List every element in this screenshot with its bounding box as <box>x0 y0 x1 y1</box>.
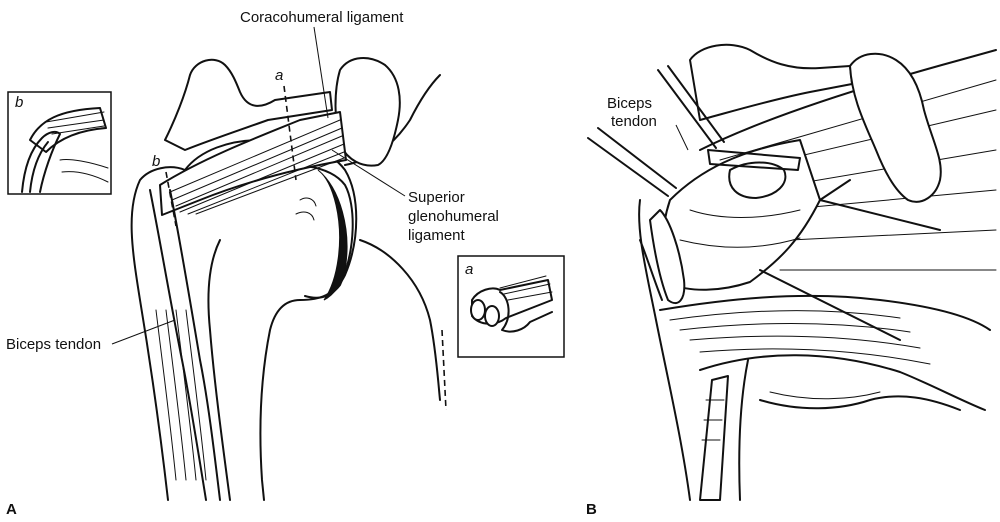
coracoid-b <box>849 52 942 203</box>
label-biceps-b-line1: Biceps <box>607 95 652 112</box>
label-biceps-tendon-a: Biceps tendon <box>6 336 101 353</box>
label-glenohumeral: glenohumeral <box>408 208 499 225</box>
acromion-b <box>689 43 853 121</box>
coracoid <box>164 58 333 151</box>
inset-b-letter: b <box>15 94 23 111</box>
section-line-a <box>283 85 297 181</box>
inset-a: a <box>457 255 565 358</box>
panel-a: b a <box>6 9 565 518</box>
label-coracohumeral-ligament: Coracohumeral ligament <box>240 9 404 26</box>
label-ligament: ligament <box>408 227 466 244</box>
inset-a-letter: a <box>465 261 473 278</box>
label-section-b: b <box>152 153 160 170</box>
label-superior: Superior <box>408 189 465 206</box>
label-biceps-b-line2: tendon <box>611 113 657 130</box>
section-line-b <box>165 171 177 227</box>
panel-letter-b: B <box>586 501 597 518</box>
label-section-a: a <box>275 67 283 84</box>
panel-b: Biceps tendon B <box>586 43 997 518</box>
panel-letter-a: A <box>6 501 17 518</box>
inset-b: b <box>7 91 112 195</box>
